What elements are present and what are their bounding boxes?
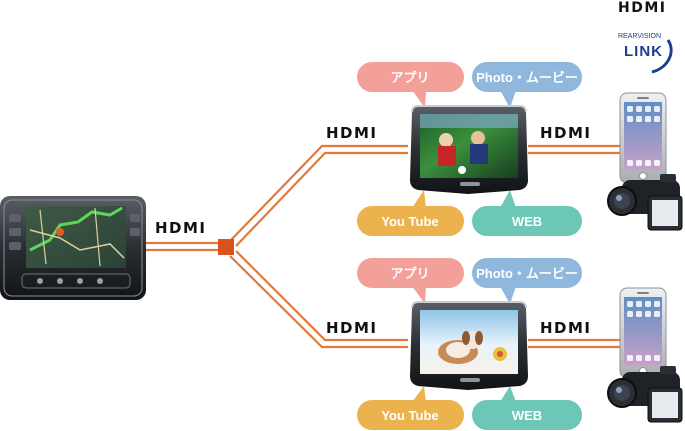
row-2-left-hdmi-label: HDMI: [326, 319, 378, 337]
row-1-youtube-bubble: You Tube: [357, 190, 464, 236]
rear-monitor-icon: [410, 301, 528, 390]
cable-nav-to-hub: [146, 241, 218, 252]
car-navigation-unit-icon: [0, 196, 146, 300]
row-1-right-hdmi-label: HDMI: [540, 124, 592, 142]
row-1-web-label: WEB: [512, 214, 542, 229]
row-1-bubbles: アプリ Photo・ムービー You Tube WEB: [357, 62, 582, 236]
smartphone-icon: [619, 92, 667, 184]
row-1-photo-label: Photo・ムービー: [476, 70, 578, 85]
video-camera-icon: [607, 174, 683, 231]
rearvision-logo-big-text: LINK: [624, 43, 663, 60]
cables: [146, 144, 620, 349]
cable-monitor-to-device-row-1: [528, 144, 620, 155]
row-2-youtube-label: You Tube: [381, 408, 438, 423]
row-2-app-bubble: アプリ: [357, 258, 464, 304]
row-2-app-label: アプリ: [390, 266, 429, 281]
video-camera-icon: [607, 366, 683, 423]
cable-hub-to-row-1: [229, 144, 408, 247]
row-2-youtube-bubble: You Tube: [357, 386, 464, 430]
row-2-photo-bubble: Photo・ムービー: [472, 258, 582, 304]
row-2-right-hdmi-label: HDMI: [540, 319, 592, 337]
cable-monitor-to-device-row-2: [528, 338, 620, 349]
cable-hub-to-row-2: [229, 250, 408, 349]
hdmi-logo-top: HDMI: [618, 0, 666, 16]
row-2-bubbles: アプリ Photo・ムービー You Tube WEB: [357, 258, 582, 430]
rearvision-logo-small-text: REARVISION: [618, 33, 661, 40]
smartphone-icon: [619, 287, 667, 379]
rear-monitor-icon: [410, 105, 528, 194]
row-1-web-bubble: WEB: [472, 190, 582, 236]
row-1-left-hdmi-label: HDMI: [326, 124, 378, 142]
row-2-web-bubble: WEB: [472, 386, 582, 430]
hub-hdmi-label: HDMI: [155, 219, 207, 237]
row-2-web-label: WEB: [512, 408, 542, 423]
rearvision-link-logo: REARVISION LINK: [618, 33, 673, 74]
rearvision-swoosh-icon: [651, 39, 673, 74]
row-1-app-bubble: アプリ: [357, 62, 464, 108]
hdmi-logo-top-text: HDMI: [618, 0, 666, 16]
hub-connector-icon: [218, 239, 234, 255]
row-1-youtube-label: You Tube: [381, 214, 438, 229]
row-1-app-label: アプリ: [390, 70, 429, 85]
row-2-photo-label: Photo・ムービー: [476, 266, 578, 281]
row-1-photo-bubble: Photo・ムービー: [472, 62, 582, 108]
